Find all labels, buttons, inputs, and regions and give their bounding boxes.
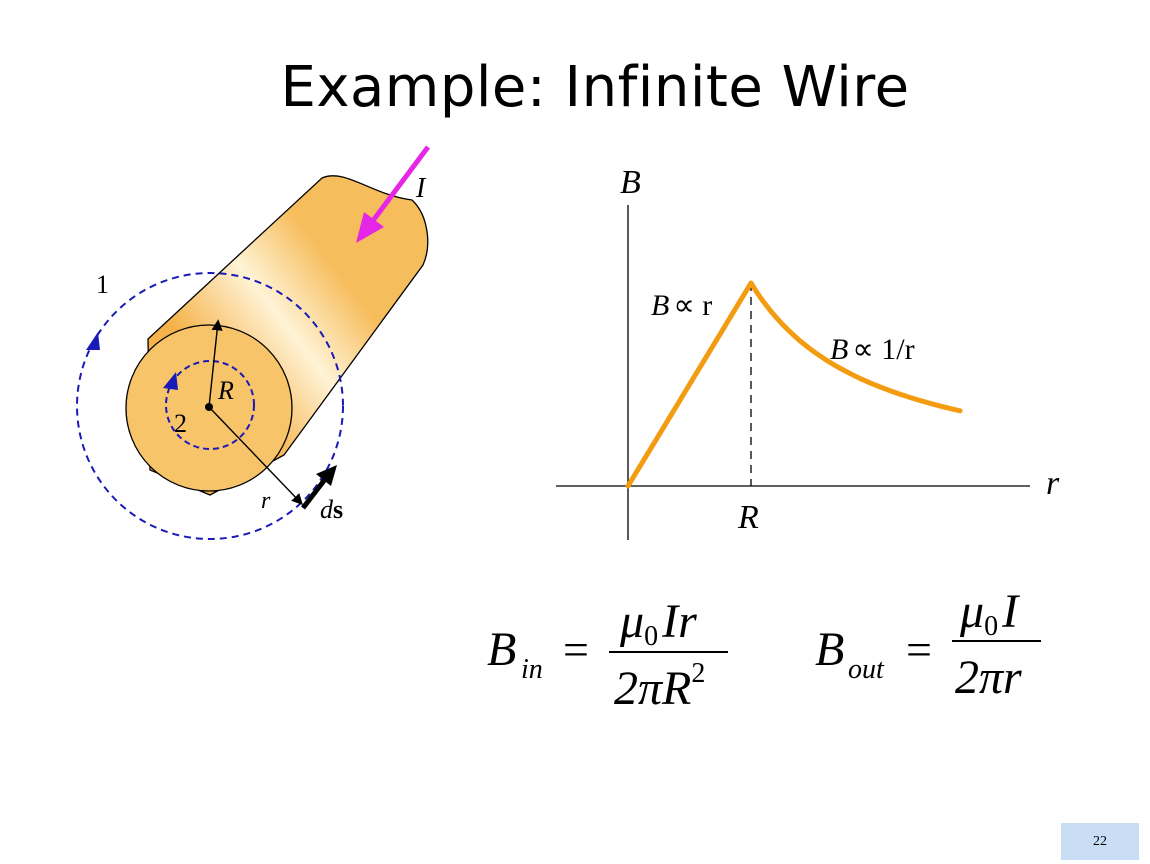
b-out-lhs: B <box>815 623 844 676</box>
slide-title: Example: Infinite Wire <box>280 55 910 120</box>
b-out-denominator: 2πr <box>955 651 1022 704</box>
amperian-loop-1 <box>76 272 344 540</box>
loop-2-arrow-icon <box>163 372 178 390</box>
loop-1-arrow-icon <box>86 332 100 350</box>
outer-annotation: B∝ 1/r <box>830 333 915 366</box>
ds-label: ds <box>320 495 343 524</box>
current-label: I <box>415 173 427 204</box>
x-tick-label-R: R <box>737 499 759 536</box>
equation-b-in: B in = μ0Ir 2πR2 <box>487 595 728 715</box>
b-field-curve <box>625 280 963 489</box>
b-out-lhs-sub: out <box>848 654 885 685</box>
b-in-equals: = <box>563 624 589 675</box>
b-out-numerator: μ0I <box>959 585 1020 642</box>
ds-arrow-icon <box>316 465 337 486</box>
b-out-equals: = <box>906 624 932 675</box>
x-axis-label: r <box>1046 465 1060 502</box>
ds-arrow-shaft <box>301 476 328 510</box>
current-arrow-icon <box>356 212 384 243</box>
b-field-graph: B r R B∝ r B∝ 1/r <box>556 164 1060 540</box>
wire-diagram: I 1 2 R r ds <box>76 145 431 540</box>
inner-annotation: B∝ r <box>651 289 712 322</box>
page-number: 22 <box>1061 823 1139 860</box>
amperian-loop-2 <box>165 360 255 450</box>
equation-b-out: B out = μ0I 2πr <box>815 585 1041 704</box>
distance-arrow <box>208 406 303 506</box>
b-in-denominator: 2πR2 <box>614 658 705 715</box>
current-arrow-shaft <box>369 145 431 224</box>
b-in-lhs-sub: in <box>521 654 543 685</box>
radius-label: R <box>217 376 234 405</box>
radius-arrow <box>208 319 223 408</box>
loop-2-label: 2 <box>174 409 187 438</box>
b-in-numerator: μ0Ir <box>619 595 697 652</box>
distance-label: r <box>261 488 271 514</box>
loop-1-label: 1 <box>96 270 109 299</box>
y-axis-label: B <box>620 164 641 201</box>
b-in-lhs: B <box>487 623 516 676</box>
